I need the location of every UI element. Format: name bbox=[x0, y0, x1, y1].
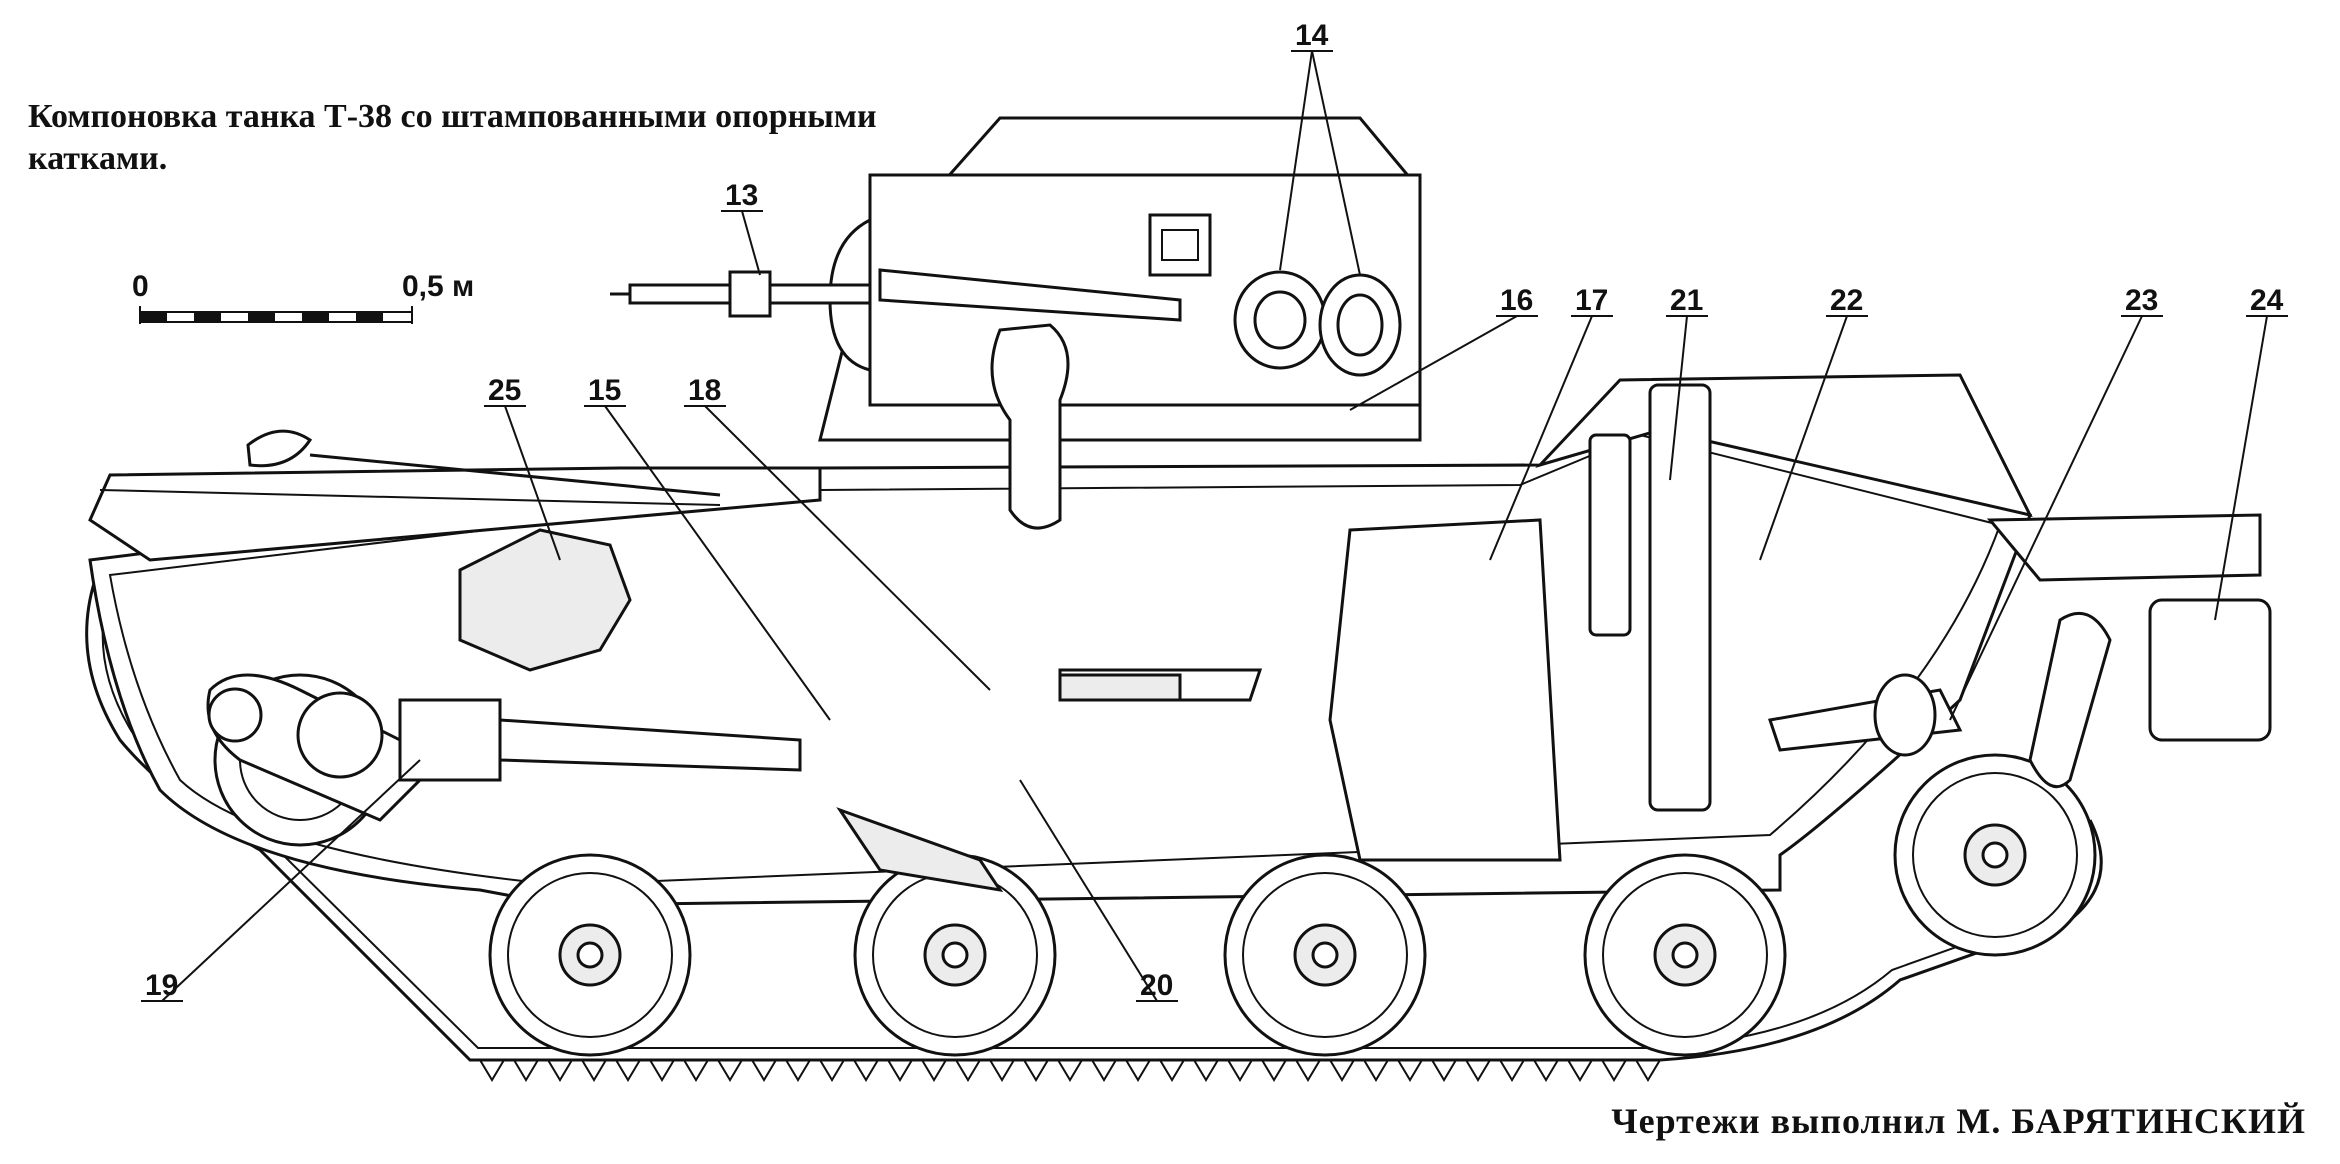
scale-start-label: 0 bbox=[132, 270, 149, 303]
callout-25: 25 bbox=[484, 374, 561, 561]
callout-17: 17 bbox=[1489, 284, 1613, 561]
callout-21: 21 bbox=[1666, 284, 1708, 481]
callout-label-22: 22 bbox=[1830, 284, 1863, 317]
callout-label-21: 21 bbox=[1670, 284, 1703, 317]
callout-label-23: 23 bbox=[2125, 284, 2158, 317]
callout-label-15: 15 bbox=[588, 374, 621, 407]
callout-23: 23 bbox=[1949, 284, 2163, 721]
callout-label-24: 24 bbox=[2250, 284, 2284, 317]
drawing-credits: Чертежи выполнил М. БАРЯТИНСКИЙ bbox=[1611, 1101, 2306, 1141]
callout-label-19: 19 bbox=[145, 969, 178, 1002]
turret bbox=[610, 116, 1422, 530]
caption-line-2: катками. bbox=[28, 140, 168, 177]
callout-label-14: 14 bbox=[1295, 19, 1329, 52]
callout-16: 16 bbox=[1349, 284, 1538, 411]
caption-line-1: Компоновка танка Т-38 со штампованными о… bbox=[28, 98, 877, 135]
drawing-caption: Компоновка танка Т-38 со штампованными о… bbox=[28, 96, 898, 180]
callout-14: 14 bbox=[1279, 19, 1361, 276]
callout-24: 24 bbox=[2214, 284, 2288, 621]
callout-20: 20 bbox=[1019, 779, 1178, 1002]
road-wheels bbox=[488, 753, 2097, 1057]
scale-end-label: 0,5 м bbox=[402, 270, 474, 303]
callout-13: 13 bbox=[721, 179, 763, 276]
callout-label-18: 18 bbox=[688, 374, 721, 407]
callout-label-25: 25 bbox=[488, 374, 521, 407]
callout-label-13: 13 bbox=[725, 179, 758, 212]
callout-22: 22 bbox=[1759, 284, 1868, 561]
callout-label-17: 17 bbox=[1575, 284, 1608, 317]
callout-label-20: 20 bbox=[1140, 969, 1173, 1002]
callout-18: 18 bbox=[684, 374, 991, 691]
callouts: 13 14 15 16 17 18 19 20 21 22 23 24 25 bbox=[141, 19, 2288, 1002]
internal-details bbox=[206, 383, 2112, 893]
scale-bar: 0 0,5 м bbox=[132, 270, 474, 324]
callout-19: 19 bbox=[141, 759, 421, 1002]
callout-15: 15 bbox=[584, 374, 831, 721]
callout-label-16: 16 bbox=[1500, 284, 1533, 317]
